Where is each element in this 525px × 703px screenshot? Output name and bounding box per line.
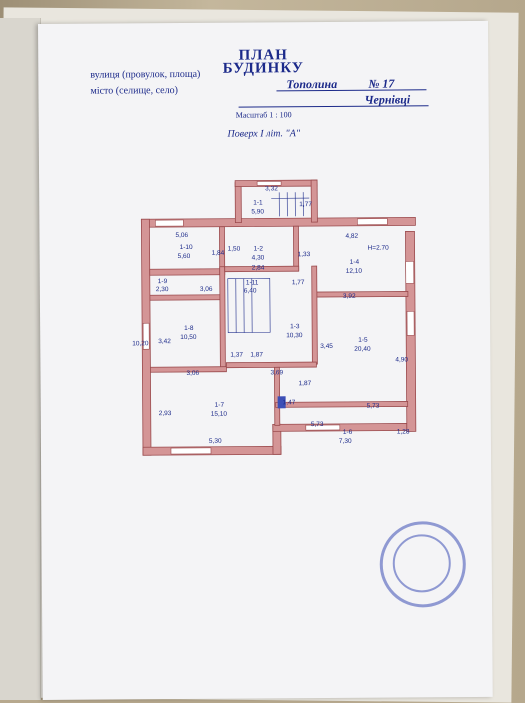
room-1-11: 1-11	[246, 279, 259, 286]
room-1-4: 1-4	[350, 259, 360, 266]
dim-label: 3,06	[186, 370, 199, 377]
window	[305, 424, 341, 431]
room-1-11-area: 6,40	[244, 287, 257, 294]
dim-label: 3,69	[270, 369, 283, 376]
staircase	[227, 192, 310, 333]
dim-label: 2,93	[159, 410, 172, 417]
wall	[149, 366, 227, 373]
room-1-2: 1-2	[254, 245, 264, 252]
wall	[275, 401, 409, 408]
wall	[224, 265, 300, 273]
room-1-4-area: 12,10	[346, 268, 363, 275]
room-1-10: 1-10	[180, 244, 193, 251]
dim-label: 3,92	[343, 293, 356, 300]
room-1-9-area: 2,30	[156, 286, 169, 293]
dim-label: 1,77	[299, 201, 312, 208]
official-stamp	[379, 521, 467, 608]
wall	[142, 445, 282, 456]
dim-label: 5,73	[367, 403, 380, 410]
dim-label: 5,06	[175, 232, 188, 239]
dim-label: 1,28	[397, 428, 410, 435]
dim-label: 3,06	[200, 286, 213, 293]
dim-label: 5,30	[209, 438, 222, 445]
window	[142, 322, 150, 350]
room-1-8-area: 10,50	[180, 334, 197, 341]
window	[406, 311, 415, 336]
dim-label: 2,84	[252, 264, 265, 271]
wall	[149, 268, 221, 276]
room-1-8: 1-8	[184, 325, 194, 332]
room-1-6-area: 7,30	[339, 438, 352, 445]
dim-label: 1,87	[298, 380, 311, 387]
document-page: ПЛАН БУДИНКУ вулиця (провулок, площа) мі…	[38, 20, 493, 700]
dim-label: 3,45	[320, 343, 333, 350]
room-1-7: 1-7	[215, 402, 225, 409]
window	[357, 218, 388, 226]
wall	[219, 266, 226, 372]
dim-label: 1,37	[230, 352, 243, 359]
room-1-7-area: 15,10	[211, 411, 228, 418]
dim-label: 10,20	[132, 340, 149, 347]
wall	[313, 291, 409, 298]
binder-edge	[0, 18, 41, 700]
wall	[310, 179, 318, 223]
window	[256, 181, 282, 186]
wall	[234, 182, 242, 224]
dim-label: 1,77	[292, 279, 305, 286]
window	[170, 447, 212, 455]
dim-label: 3,32	[265, 185, 278, 192]
dim-label: 4,90	[395, 356, 408, 363]
room-1-9: 1-9	[158, 278, 168, 285]
room-1-10-area: 5,60	[178, 253, 191, 260]
dim-label: 4,82	[345, 233, 358, 240]
entrance-marker	[277, 396, 286, 409]
dim-label: 1,84	[212, 250, 225, 257]
room-1-1: 1-1	[253, 199, 263, 206]
dim-label: 1,47	[283, 399, 296, 406]
room-1-3: 1-3	[290, 323, 300, 330]
wall	[311, 265, 318, 365]
wall	[293, 225, 300, 271]
dim-label: 1,87	[250, 351, 263, 358]
wall	[225, 361, 317, 369]
dim-label: 1,50	[228, 246, 241, 253]
window	[405, 261, 415, 284]
room-1-1-area: 5,90	[251, 208, 264, 215]
floor-plan: 1-1 5,90 1-2 4,30 1-3 10,30 1-4 12,10 1-…	[132, 179, 417, 456]
room-1-2-area: 4,30	[252, 254, 265, 261]
dim-label: 3,42	[158, 338, 171, 345]
dim-label: 5,73	[311, 421, 324, 428]
room-1-3-area: 10,30	[286, 332, 303, 339]
room-1-6: 1-6	[343, 429, 353, 436]
room-1-5: 1-5	[358, 337, 368, 344]
window	[155, 219, 184, 227]
ceiling-height: H=2.70	[368, 245, 390, 252]
room-1-5-area: 20,40	[354, 346, 371, 353]
wall	[149, 294, 221, 301]
dim-label: 1,33	[298, 251, 311, 258]
